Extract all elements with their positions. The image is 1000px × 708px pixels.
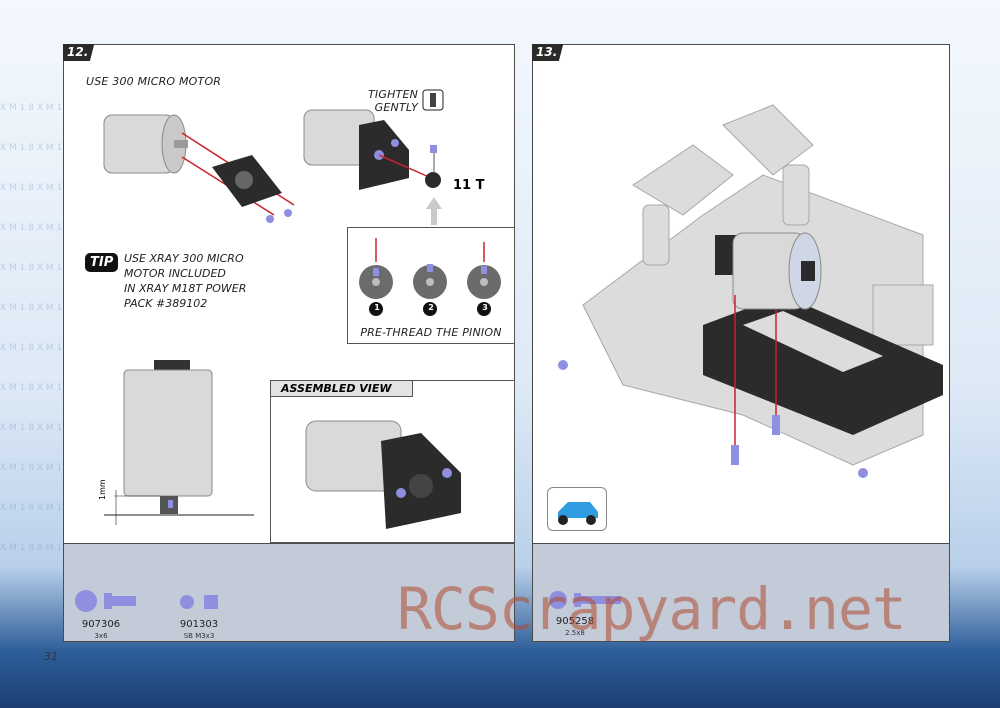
- setscrew-901303-icon: [180, 595, 218, 609]
- gap-label: 1mm: [98, 479, 107, 500]
- svg-text:X M 1 8 X M 1 8: X M 1 8 X M 1 8: [0, 183, 70, 193]
- svg-text:X M 1 8 X M 1 8: X M 1 8 X M 1 8: [0, 503, 70, 513]
- page-number: 31: [44, 650, 58, 663]
- tip-line-2: MOTOR INCLUDED: [124, 267, 226, 280]
- svg-text:X M 1 8 X M 1 8: X M 1 8 X M 1 8: [0, 343, 70, 353]
- step-number: 13.: [532, 44, 564, 61]
- svg-text:X M 1 8 X M 1 8: X M 1 8 X M 1 8: [0, 543, 70, 553]
- screw-905258-icon: [549, 591, 621, 609]
- pinion-teeth-label: 11 T: [453, 178, 485, 193]
- arrow-up-icon: [426, 197, 442, 225]
- tighten-label: TIGHTEN GENTLY: [368, 88, 418, 114]
- parts-bar-step-13: 905258 2.5x8: [533, 543, 949, 641]
- assembled-view-title: ASSEMBLED VIEW: [270, 380, 413, 397]
- svg-text:X M 1 8 X M 1 8: X M 1 8 X M 1 8: [0, 423, 70, 433]
- tip-badge: TIP: [85, 253, 119, 272]
- prethread-box: 1 2 3 PRE-THREAD THE PINION: [347, 227, 515, 344]
- tighten-line-1: TIGHTEN: [368, 88, 419, 101]
- part-code-905258: 905258: [555, 616, 595, 627]
- svg-text:X M 1 8 X M 1 8: X M 1 8 X M 1 8: [0, 383, 70, 393]
- chassis-illustration: [558, 104, 943, 478]
- motor-exploded-illustration: [103, 114, 295, 223]
- part-size-907306: 3x6: [94, 632, 108, 640]
- svg-text:X M 1 8 X M 1 8: X M 1 8 X M 1 8: [0, 263, 70, 273]
- screw-907306-icon: [75, 590, 136, 612]
- prethread-step-2: 2: [428, 303, 434, 312]
- part-code-907306: 907306: [81, 619, 121, 630]
- background-pattern: X M 1 8 X M 1 8 X M 1 8 X M 1 8 X M 1 8 X…: [0, 103, 70, 553]
- motor-with-pinion-illustration: [303, 109, 441, 190]
- motor-label: USE 300 MICRO MOTOR: [86, 75, 222, 88]
- step-12-panel: 12. USE 300 MICRO MOTOR TIGHTEN GENTLY 1…: [63, 44, 515, 642]
- svg-text:X M 1 8 X M 1 8: X M 1 8 X M 1 8: [0, 223, 70, 233]
- assembled-motor-illustration: [305, 420, 461, 529]
- tip-text: USE XRAY 300 MICRO MOTOR INCLUDED IN XRA…: [124, 251, 246, 311]
- tip-line-4: PACK #389102: [124, 297, 208, 310]
- watermark: RCScrapyard.net: [397, 575, 907, 643]
- parts-bar-step-12: 907306 3x6 901303 SB M3x3: [64, 543, 514, 641]
- step-13-panel: 13. 9052: [532, 44, 950, 642]
- svg-text:X M 1 8 X M 1 8: X M 1 8 X M 1 8: [0, 103, 70, 113]
- svg-text:X M 1 8 X M 1 8: X M 1 8 X M 1 8: [0, 143, 70, 153]
- svg-text:X M 1 8 X M 1 8: X M 1 8 X M 1 8: [0, 463, 70, 473]
- prethread-label: PRE-THREAD THE PINION: [360, 326, 502, 339]
- tip-line-3: IN XRAY M18T POWER: [124, 282, 247, 295]
- step-number: 12.: [63, 44, 95, 61]
- part-size-905258: 2.5x8: [565, 629, 585, 637]
- car-icon: [558, 502, 598, 525]
- prethread-step-1: 1: [374, 303, 380, 312]
- part-code-901303: 901303: [179, 619, 219, 630]
- svg-text:X M 1 8 X M 1 8: X M 1 8 X M 1 8: [0, 303, 70, 313]
- part-size-901303: SB M3x3: [183, 632, 215, 640]
- assembled-view-box: ASSEMBLED VIEW: [270, 380, 515, 543]
- car-thumbnail: [547, 487, 607, 531]
- prethread-illustration: [359, 238, 501, 316]
- tighten-line-2: GENTLY: [374, 101, 419, 114]
- motor-side-view-illustration: [104, 360, 254, 525]
- prethread-step-3: 3: [482, 303, 488, 312]
- allen-key-icon: [422, 89, 444, 111]
- tip-line-1: USE XRAY 300 MICRO: [124, 252, 244, 265]
